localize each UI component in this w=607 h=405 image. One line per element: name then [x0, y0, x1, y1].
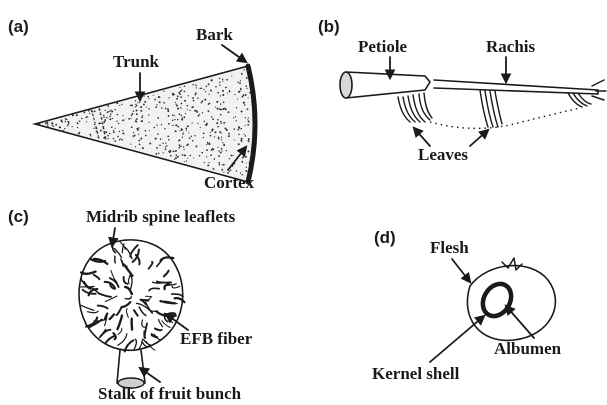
albumen-label: Albumen [494, 339, 562, 358]
trunk-wedge-drawing [35, 66, 255, 182]
leaves-label: Leaves [418, 145, 468, 164]
midrib-spine-leaflets-label: Midrib spine leaflets [86, 207, 236, 226]
kernel-shell-arrow [430, 316, 484, 362]
cortex-label: Cortex [204, 173, 255, 192]
stalk-label: Stalk of fruit bunch [98, 384, 242, 403]
panel-a-trunk: (a) Bark Trunk Cortex [8, 17, 255, 192]
flesh-label: Flesh [430, 238, 469, 257]
panel-b-frond: (b) Petiole Rachis Leaves [318, 17, 606, 164]
rachis-label: Rachis [486, 37, 536, 56]
leaves-arrow-left [414, 128, 430, 146]
kernel-shell-label: Kernel shell [372, 364, 460, 383]
trunk-label: Trunk [113, 52, 160, 71]
leaves-arrow-right [470, 130, 488, 146]
frond-drawing [340, 72, 606, 128]
panel-d-tag: (d) [374, 228, 396, 247]
fruit-drawing [467, 258, 555, 340]
panel-c-tag: (c) [8, 207, 29, 226]
bark-label: Bark [196, 25, 233, 44]
panel-d-fruit: (d) Flesh Albumen Kernel shell [372, 228, 562, 383]
panel-b-tag: (b) [318, 17, 340, 36]
panel-a-tag: (a) [8, 17, 29, 36]
petiole-label: Petiole [358, 37, 408, 56]
flesh-arrow [452, 259, 470, 282]
bark-arrow [222, 45, 246, 62]
fruit-bunch-drawing [79, 240, 184, 388]
panel-c-fruit-bunch: (c) Midrib spine leaflets EFB fiber Stal… [8, 207, 253, 403]
efb-fiber-label: EFB fiber [180, 329, 253, 348]
